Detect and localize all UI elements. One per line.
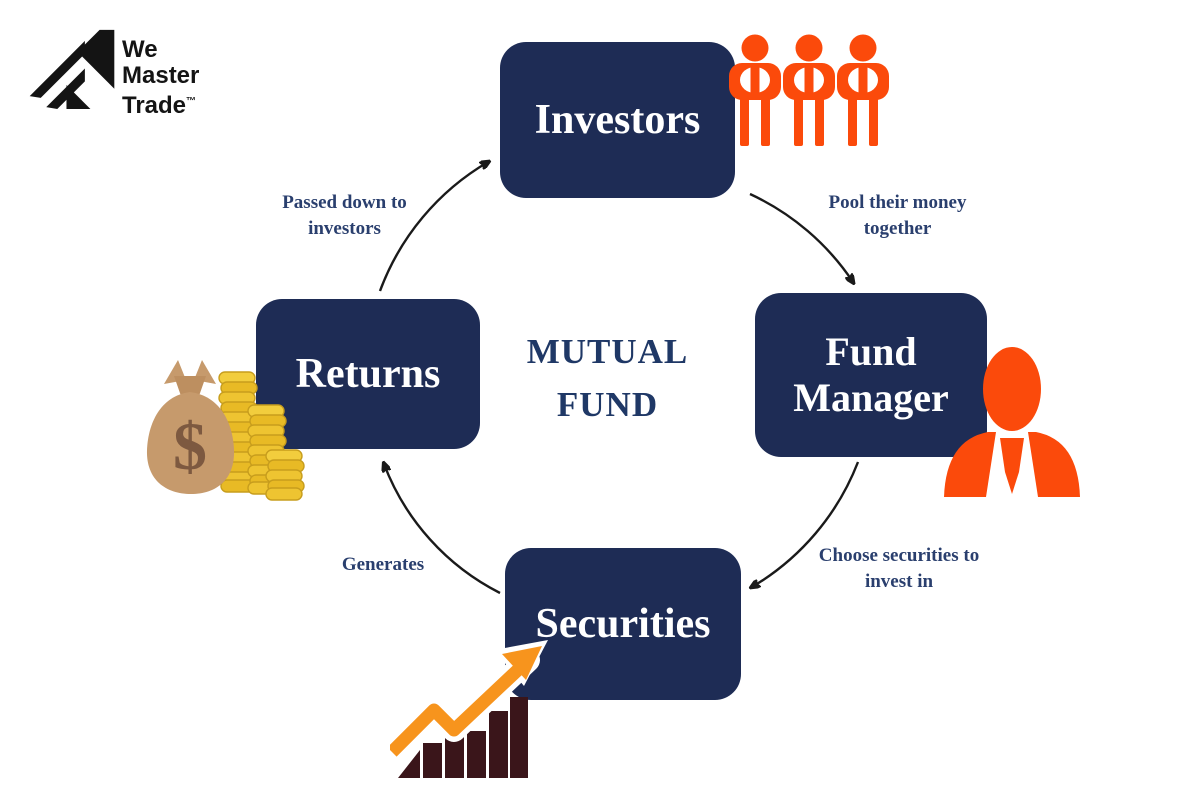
we-master-trade-wordmark: We Master Trade™ [122, 37, 199, 119]
edge-label-passed-down: Passed down to investors [282, 192, 407, 239]
node-fund-manager: Fund Manager [755, 293, 987, 457]
businessman-icon [944, 347, 1080, 497]
brand-word-trade: Trade™ [122, 92, 197, 119]
money-bag-icon: $ [146, 360, 305, 501]
we-master-trade-logo-icon [29, 29, 115, 109]
returns-label: Returns [295, 351, 441, 397]
edge-label-pool-their-money: Pool their money together [828, 192, 967, 239]
tie-icon [1000, 438, 1024, 494]
brand-word-we: We [122, 36, 158, 63]
fund-manager-label-line2: Manager [793, 375, 949, 420]
investors-label: Investors [534, 97, 701, 143]
bag-icon: $ [146, 360, 235, 494]
edge-label-generates: Generates [341, 554, 425, 575]
title-line2: FUND [556, 384, 659, 424]
node-investors: Investors [500, 42, 735, 198]
securities-label: Securities [535, 601, 711, 647]
coin-stack-front-icon [265, 449, 305, 501]
node-securities: Securities [505, 548, 741, 700]
three-people-icon [729, 34, 889, 146]
edge-label-choose-securities: Choose securities to invest in [818, 545, 980, 592]
bar-chart-bars [398, 697, 528, 778]
fund-manager-label-line1: Fund [825, 329, 917, 374]
brand-word-master: Master [122, 62, 200, 89]
growth-chart-icon [390, 640, 548, 778]
rising-arrow-icon [390, 640, 548, 764]
trademark-symbol: ™ [186, 96, 197, 107]
diagram-title: MUTUAL FUND [495, 326, 720, 431]
title-line1: MUTUAL [526, 332, 689, 371]
node-returns: Returns [256, 299, 480, 449]
dollar-sign: $ [173, 408, 207, 484]
